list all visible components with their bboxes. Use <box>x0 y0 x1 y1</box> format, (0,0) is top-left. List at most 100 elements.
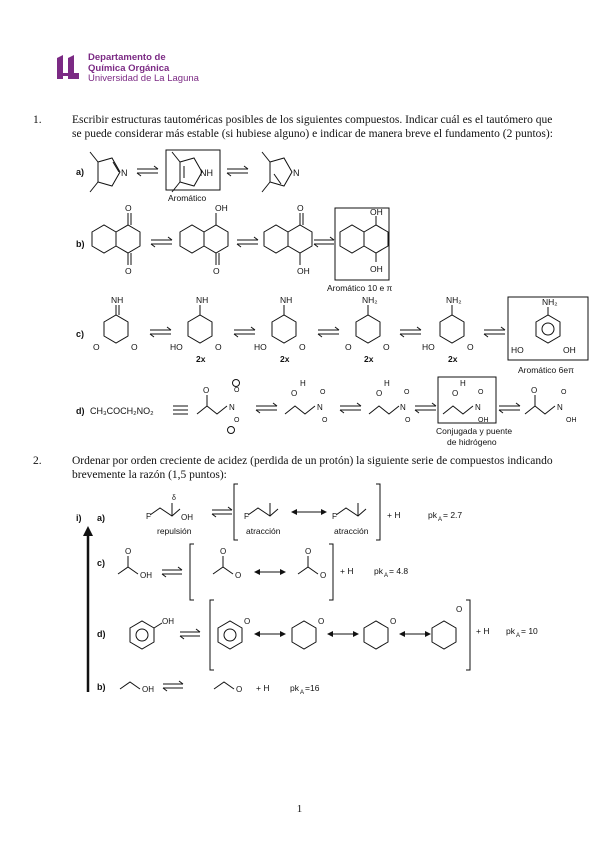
q2b-label: b) <box>97 682 106 692</box>
equilibrium-arrow <box>226 165 249 177</box>
svg-text:HO: HO <box>170 342 183 352</box>
q1d-caption-1: Conjugada y puente <box>436 426 512 436</box>
q1a-n-3: N <box>293 168 300 178</box>
svg-text:N: N <box>400 403 406 412</box>
svg-text:NH₂: NH₂ <box>362 295 378 305</box>
ull-logo-icon <box>57 55 79 79</box>
equilibrium-arrow <box>498 402 521 414</box>
q1d-boxed-tautomer <box>437 376 497 424</box>
svg-text:O: O <box>561 389 567 396</box>
q1b-caption: Aromático 10 e π <box>327 283 393 293</box>
department-name: Departamento de Química Orgánica Univers… <box>88 52 199 85</box>
svg-text:O: O <box>234 387 240 394</box>
svg-text:O: O <box>125 203 132 213</box>
q2d-label: d) <box>97 629 106 639</box>
svg-text:O: O <box>383 342 390 352</box>
svg-text:N: N <box>557 403 563 412</box>
q1b-row: b) O O OH O O OH <box>76 203 393 293</box>
q1c-aromatic-box <box>507 296 589 361</box>
svg-text:OH: OH <box>370 264 383 274</box>
q1c-label: c) <box>76 329 84 339</box>
q1a-methyl-1 <box>89 151 99 163</box>
svg-text:OH: OH <box>142 685 154 694</box>
q2a-attraction-1: atracción <box>246 526 281 536</box>
question-2-text: Ordenar por orden creciente de acidez (p… <box>72 455 553 481</box>
svg-text:O: O <box>390 617 396 626</box>
equilibrium-arrow <box>399 326 422 338</box>
svg-text:OH: OH <box>297 266 310 276</box>
svg-text:O: O <box>244 617 250 626</box>
svg-text:O: O <box>318 617 324 626</box>
q2-order-label: i) <box>76 513 82 523</box>
q1d-row: d) CH₃COCH₂NO₂ O N O O O H N O O O H N O… <box>76 376 577 447</box>
svg-text:O: O <box>235 571 241 580</box>
svg-text:+ H: + H <box>476 626 489 636</box>
svg-text:A: A <box>384 573 388 579</box>
svg-text:O: O <box>215 342 222 352</box>
svg-text:O: O <box>299 342 306 352</box>
svg-text:OH: OH <box>478 417 489 424</box>
svg-text:H: H <box>384 379 390 388</box>
q1d-label: d) <box>76 406 85 416</box>
q1c-caption: Aromático 6eπ <box>518 365 574 375</box>
q2a-label: a) <box>97 513 105 523</box>
svg-text:N: N <box>229 403 235 412</box>
svg-text:A: A <box>438 517 442 523</box>
svg-text:= 4.8: = 4.8 <box>389 566 408 576</box>
q2a-repulsion: repulsión <box>157 526 192 536</box>
equilibrium-arrow <box>233 326 256 338</box>
svg-text:O: O <box>125 266 132 276</box>
equilibrium-arrow <box>255 402 278 414</box>
department-line1: Departamento de <box>88 52 166 63</box>
equilibrium-arrow <box>236 236 259 248</box>
svg-text:2x: 2x <box>196 354 206 364</box>
equilibrium-arrow <box>483 326 506 338</box>
equilibrium-arrow <box>162 680 184 692</box>
svg-text:H: H <box>300 379 306 388</box>
svg-text:NH: NH <box>280 295 292 305</box>
svg-text:2x: 2x <box>448 354 458 364</box>
equilibrium-arrow <box>136 165 159 177</box>
svg-text:pk: pk <box>290 683 300 693</box>
svg-text:O: O <box>291 389 297 398</box>
svg-text:O: O <box>405 417 411 424</box>
svg-text:pk: pk <box>428 510 438 520</box>
q2-figure: i) a) F OH δ repulsión F atracción F atr… <box>76 483 538 696</box>
svg-text:NH₂: NH₂ <box>542 297 558 307</box>
svg-text:2x: 2x <box>280 354 290 364</box>
q1a-label: a) <box>76 167 84 177</box>
svg-text:OH: OH <box>181 513 193 522</box>
svg-text:HO: HO <box>511 345 524 355</box>
department-line2: Química Orgánica <box>88 62 170 74</box>
q1a-n-1: N <box>121 168 128 178</box>
equilibrium-arrow <box>414 402 437 414</box>
svg-text:N: N <box>475 403 481 412</box>
svg-text:F: F <box>332 512 337 521</box>
question-2-number: 2. <box>33 455 42 467</box>
svg-text:+ H: + H <box>256 683 269 693</box>
equilibrium-arrow <box>339 402 362 414</box>
q1d-formula: CH₃COCH₂NO₂ <box>90 406 154 416</box>
svg-text:OH: OH <box>140 571 152 580</box>
q1a-nh: NH <box>200 168 213 178</box>
svg-text:NH: NH <box>111 295 123 305</box>
university-logo: Departamento de Química Orgánica Univers… <box>55 52 255 92</box>
svg-text:OH: OH <box>566 417 577 424</box>
page-number: 1 <box>296 803 303 815</box>
svg-text:H: H <box>460 379 466 388</box>
q1b-label: b) <box>76 239 85 249</box>
svg-text:O: O <box>478 389 484 396</box>
q1a-ring-1 <box>97 157 121 187</box>
q1a-caption: Aromático <box>168 193 207 203</box>
equilibrium-arrow <box>211 506 233 518</box>
question-1-text: Escribir estructuras tautoméricas posibl… <box>72 114 553 140</box>
svg-text:HO: HO <box>422 342 435 352</box>
svg-text:O: O <box>234 417 240 424</box>
svg-text:OH: OH <box>215 203 228 213</box>
svg-text:O: O <box>320 389 326 396</box>
q1b-aromatic-box <box>334 207 390 281</box>
equilibrium-arrow <box>161 566 183 578</box>
svg-text:+ H: + H <box>340 566 353 576</box>
svg-text:N: N <box>317 403 323 412</box>
svg-text:O: O <box>452 389 458 398</box>
